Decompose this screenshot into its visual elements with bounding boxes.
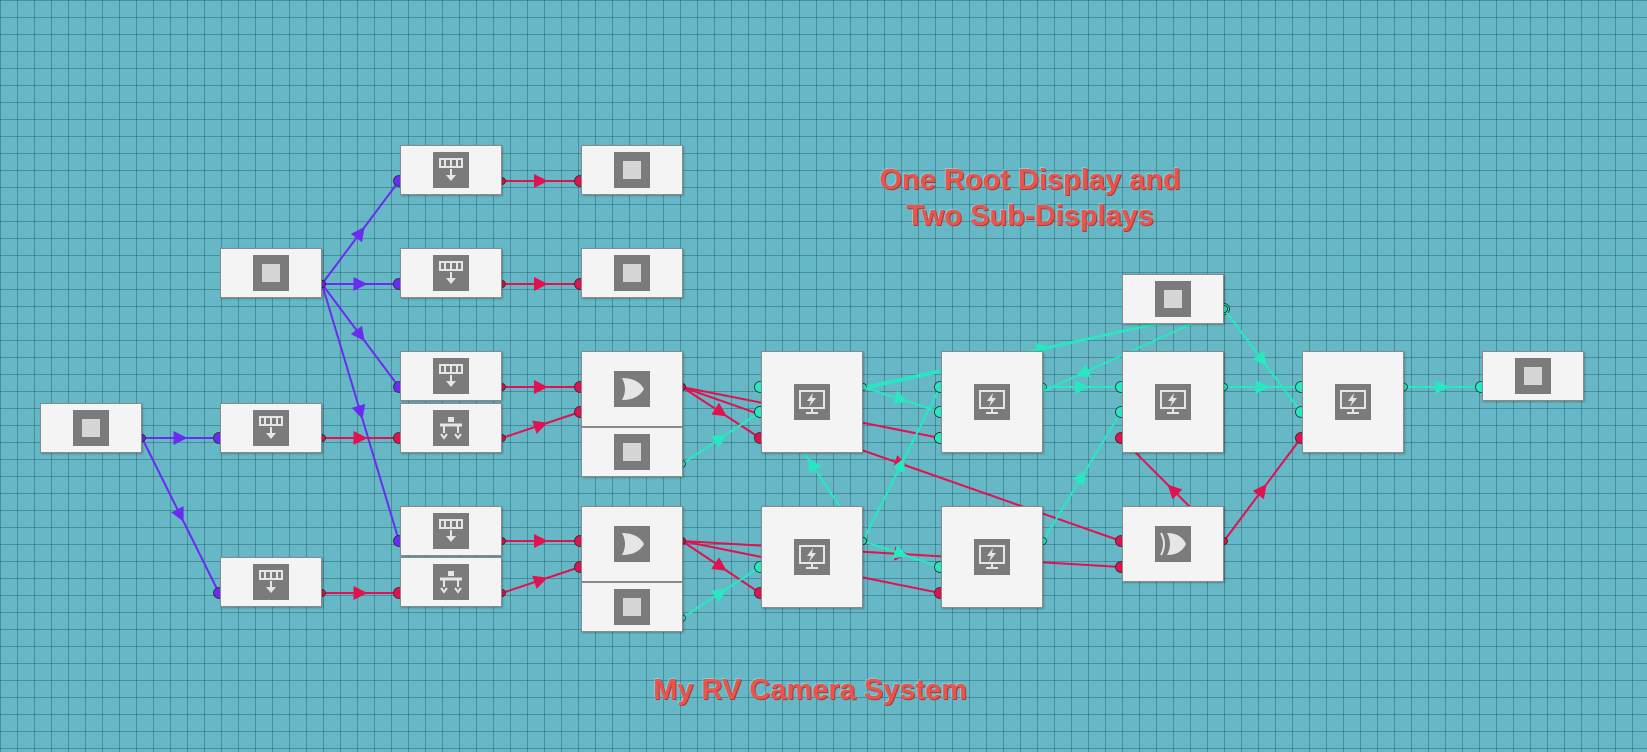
wire[interactable] — [862, 540, 941, 568]
node-const-b[interactable] — [581, 582, 683, 632]
annotation-line-1: One Root Display and — [879, 164, 1181, 196]
square-icon — [1155, 281, 1191, 317]
node-splitter-b[interactable] — [400, 557, 502, 607]
wire[interactable] — [141, 437, 220, 594]
node-disp-5[interactable] — [1122, 351, 1224, 453]
node-disp-6[interactable] — [1302, 351, 1404, 453]
square-icon — [614, 434, 650, 470]
square-icon — [614, 152, 650, 188]
xor-gate-icon — [1155, 526, 1191, 562]
or-gate-icon — [614, 526, 650, 562]
or-gate-icon — [614, 371, 650, 407]
splitter-icon — [433, 410, 469, 446]
display-icon — [794, 384, 830, 420]
node-root-source[interactable] — [40, 403, 142, 453]
wire[interactable] — [321, 283, 400, 542]
node-bus-2[interactable] — [400, 248, 502, 298]
square-icon — [1515, 358, 1551, 394]
square-icon — [614, 255, 650, 291]
wire[interactable] — [862, 386, 941, 413]
node-final-out[interactable] — [1482, 351, 1584, 401]
node-disp-1[interactable] — [761, 351, 863, 453]
node-disp-2[interactable] — [761, 506, 863, 608]
node-const-a[interactable] — [581, 427, 683, 477]
node-xor-gate[interactable] — [1122, 506, 1224, 582]
node-bus-3[interactable] — [400, 351, 502, 401]
bus-input-icon — [253, 564, 289, 600]
square-icon — [253, 255, 289, 291]
node-bus-5[interactable] — [400, 506, 502, 556]
display-icon — [1335, 384, 1371, 420]
node-bus-1[interactable] — [400, 145, 502, 195]
wire[interactable] — [681, 386, 761, 439]
display-icon — [974, 539, 1010, 575]
display-icon — [1155, 384, 1191, 420]
bus-input-icon — [433, 358, 469, 394]
bus-input-icon — [433, 513, 469, 549]
wire[interactable] — [501, 411, 581, 439]
node-disp-3[interactable] — [941, 351, 1043, 453]
splitter-icon — [433, 564, 469, 600]
display-icon — [794, 539, 830, 575]
node-gate-b[interactable] — [581, 506, 683, 582]
wire[interactable] — [1223, 308, 1302, 413]
bus-input-icon — [433, 152, 469, 188]
node-disp-4[interactable] — [941, 506, 1043, 608]
annotation-title-top: One Root Display and Two Sub-Displays — [800, 162, 1260, 234]
square-icon — [614, 589, 650, 625]
node-out-1[interactable] — [581, 145, 683, 195]
bus-input-icon — [433, 255, 469, 291]
wire[interactable] — [321, 180, 400, 285]
wire[interactable] — [681, 566, 761, 619]
node-bus-low[interactable] — [220, 557, 322, 607]
wire[interactable] — [681, 411, 761, 465]
node-out-2[interactable] — [581, 248, 683, 298]
wire[interactable] — [862, 386, 941, 542]
square-icon — [73, 410, 109, 446]
wire[interactable] — [321, 283, 400, 388]
node-splitter-a[interactable] — [400, 403, 502, 453]
display-icon — [974, 384, 1010, 420]
annotation-title-bottom: My RV Camera System — [653, 674, 967, 706]
wire[interactable] — [1042, 411, 1122, 542]
bus-input-icon — [253, 410, 289, 446]
node-const-top[interactable] — [1122, 274, 1224, 324]
wire[interactable] — [681, 540, 761, 594]
node-gate-a[interactable] — [581, 351, 683, 427]
node-bus-mid[interactable] — [220, 403, 322, 453]
annotation-line-2: Two Sub-Displays — [906, 200, 1154, 232]
node-splitter-top[interactable] — [220, 248, 322, 298]
wire[interactable] — [501, 566, 581, 594]
wire[interactable] — [1223, 437, 1302, 542]
